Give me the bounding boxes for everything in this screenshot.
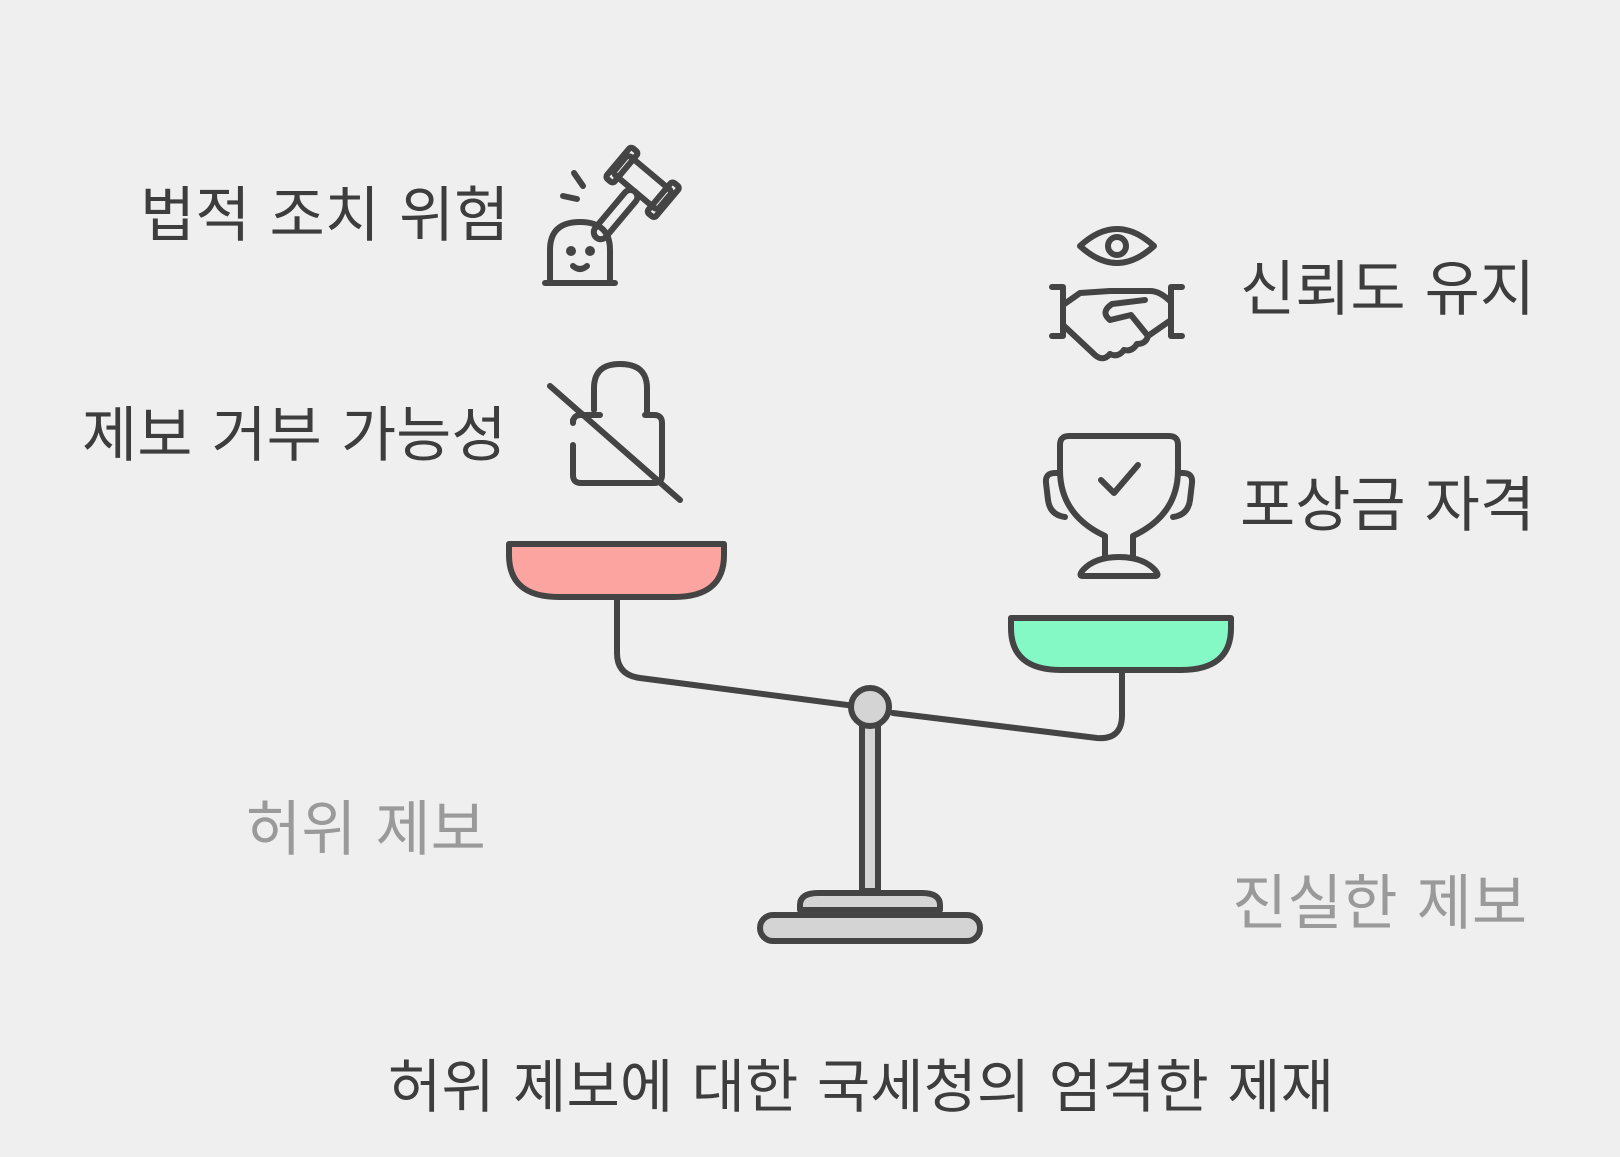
risk-rejection-label: 제보 거부 가능성 — [82, 401, 507, 471]
gavel-ghost-icon — [542, 144, 682, 286]
false-report-label: 허위 제보 — [246, 795, 486, 865]
benefit-trust-label: 신뢰도 유지 — [1240, 255, 1536, 325]
scale-stand — [757, 708, 983, 944]
right-pan — [1008, 615, 1234, 673]
trophy-check-icon — [1042, 433, 1196, 579]
scale-left-side — [506, 541, 858, 709]
scale-pivot — [848, 685, 892, 729]
diagram-caption: 허위 제보에 대한 국세청의 엄격한 제재 — [388, 1053, 1334, 1121]
eye-handshake-icon — [1049, 226, 1185, 362]
unlocked-lock-crossed-icon — [547, 361, 683, 503]
benefit-reward-label: 포상금 자격 — [1240, 471, 1536, 541]
scale-right-side — [890, 615, 1234, 742]
true-report-label: 진실한 제보 — [1232, 869, 1528, 939]
left-pan — [506, 541, 727, 600]
risk-legal-action-label: 법적 조치 위험 — [140, 181, 510, 251]
